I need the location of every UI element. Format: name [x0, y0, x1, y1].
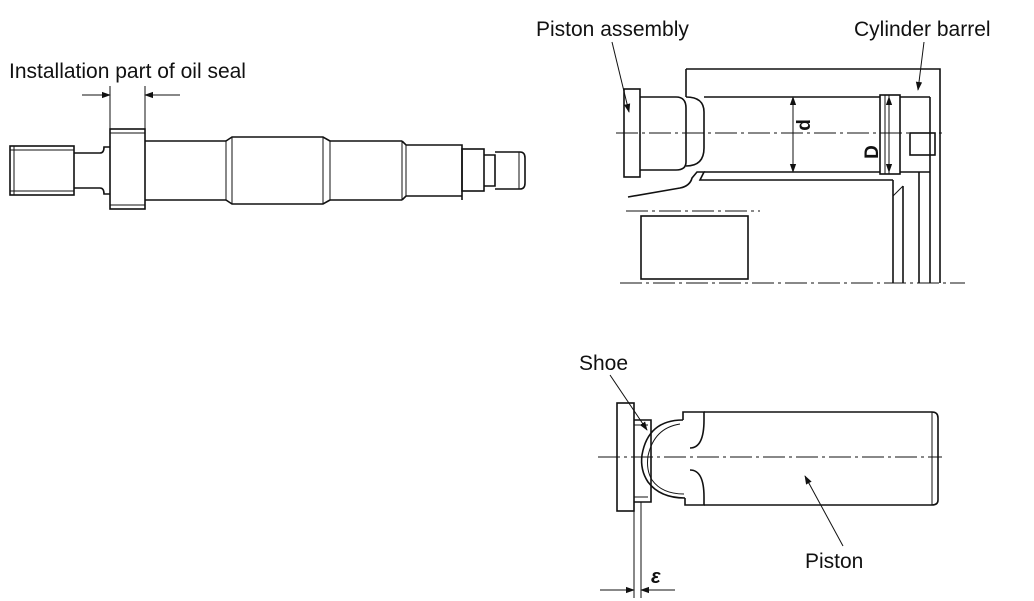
- dimension-d-label: d: [794, 119, 815, 131]
- shaft-threaded-end: [9, 145, 75, 196]
- label-piston: Piston: [805, 550, 863, 573]
- dimension-D-label: D: [862, 145, 883, 159]
- drive-shaft: [9, 86, 526, 210]
- dimension-epsilon-label: ε: [651, 566, 661, 588]
- label-oil-seal: Installation part of oil seal: [9, 60, 246, 83]
- label-cylinder-barrel: Cylinder barrel: [854, 18, 991, 41]
- shaft-collar: [109, 128, 146, 210]
- label-piston-assembly: Piston assembly: [536, 18, 689, 41]
- label-shoe: Shoe: [579, 352, 628, 375]
- cylinder-assembly: [611, 41, 965, 284]
- shoe-piston-detail: [598, 374, 942, 598]
